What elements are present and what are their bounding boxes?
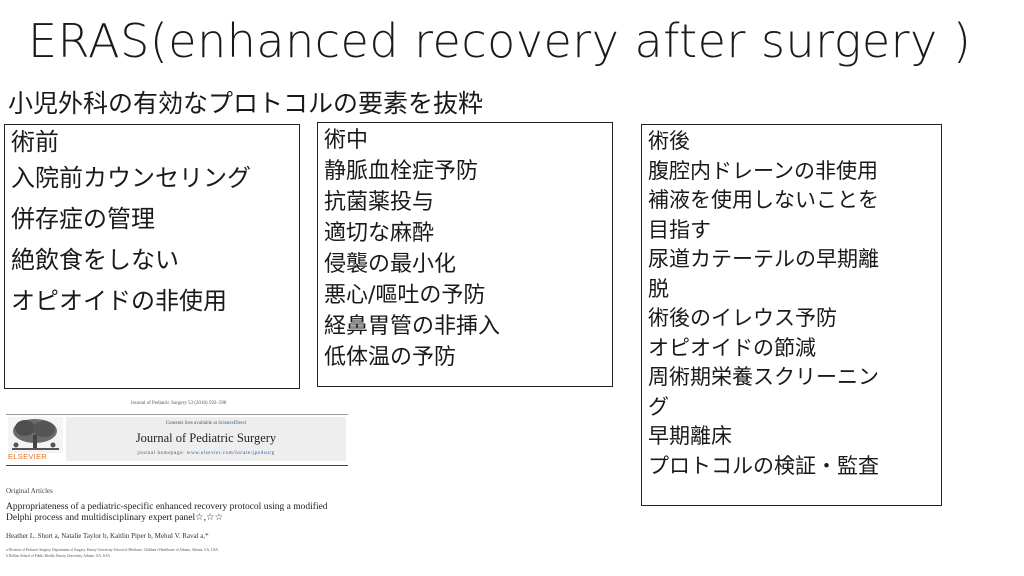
paper-thumbnail: Journal of Pediatric Surgery 53 (2018) 5…	[6, 398, 348, 570]
list-item: 絶飲食をしない	[11, 246, 179, 274]
list-item: 補液を使用しないことを	[648, 188, 879, 212]
article-authors: Heather L. Short a, Natalie Taylor b, Ka…	[6, 532, 209, 540]
journal-banner: Contents lists available at ScienceDirec…	[66, 417, 346, 461]
elsevier-logo: ELSEVIER	[8, 417, 63, 461]
list-item: 脱	[648, 276, 669, 301]
contents-prefix: Contents lists available at	[165, 421, 219, 426]
affiliation-a: a Division of Pediatric Surgery, Departm…	[6, 548, 219, 552]
list-item: オピオイドの節減	[648, 335, 816, 360]
list-item: 抗菌薬投与	[324, 190, 435, 215]
list-item: 目指す	[648, 217, 711, 242]
postoperative-box: 術後 腹腔内ドレーンの非使用 補液を使用しないことを 目指す 尿道カテーテルの早…	[641, 124, 942, 506]
intraoperative-box: 術中 静脈血栓症予防 抗菌薬投与 適切な麻酔 侵襲の最小化 悪心/嘔吐の予防 経…	[317, 122, 613, 387]
list-item: 侵襲の最小化	[324, 252, 457, 277]
journal-title: Journal of Pediatric Surgery	[135, 431, 277, 445]
list-item: プロトコルの検証・監査	[648, 453, 879, 478]
list-item: 低体温の予防	[324, 345, 457, 370]
preoperative-heading: 術前	[11, 128, 59, 156]
slide-subtitle: 小児外科の有効なプロトコルの要素を抜粋	[8, 89, 484, 118]
list-item: 併存症の管理	[11, 205, 155, 233]
article-section: Original Articles	[6, 487, 53, 495]
article-title: Appropriateness of a pediatric-specific …	[6, 502, 328, 523]
list-item: 術後のイレウス予防	[648, 306, 837, 330]
list-item: 周術期栄養スクリーニン	[648, 365, 879, 389]
publisher-name: ELSEVIER	[8, 452, 48, 461]
list-item: 経鼻胃管の非挿入	[324, 314, 501, 339]
list-item: 入院前カウンセリング	[11, 164, 251, 192]
list-item: 悪心/嘔吐の予防	[324, 283, 486, 308]
contents-line: Contents lists available at ScienceDirec…	[66, 421, 346, 426]
homepage-link[interactable]: www.elsevier.com/locate/jpedsurg	[186, 451, 275, 456]
list-item: 尿道カテーテルの早期離	[648, 247, 879, 271]
intraoperative-heading: 術中	[324, 128, 369, 153]
slide-title: ERAS(enhanced recovery after surgery )	[28, 14, 972, 68]
list-item: グ	[648, 394, 669, 419]
journal-header: ELSEVIER Contents lists available at Sci…	[6, 414, 348, 466]
homepage-line: journal homepage: www.elsevier.com/locat…	[66, 451, 346, 456]
postoperative-heading: 術後	[648, 129, 690, 153]
list-item: オピオイドの非使用	[11, 287, 227, 315]
list-item: 適切な麻酔	[324, 221, 435, 246]
homepage-prefix: journal homepage:	[137, 451, 187, 456]
elsevier-tree-icon	[8, 417, 63, 453]
affiliation-b: b Rollins School of Public Health, Emory…	[6, 554, 110, 558]
list-item: 腹腔内ドレーンの非使用	[648, 158, 878, 183]
paper-citation: Journal of Pediatric Surgery 53 (2018) 5…	[130, 401, 227, 406]
list-item: 早期離床	[648, 424, 732, 448]
sciencedirect-link[interactable]: ScienceDirect	[218, 421, 247, 426]
list-item: 静脈血栓症予防	[324, 159, 479, 184]
preoperative-box: 術前 入院前カウンセリング 併存症の管理 絶飲食をしない オピオイドの非使用	[4, 124, 300, 389]
